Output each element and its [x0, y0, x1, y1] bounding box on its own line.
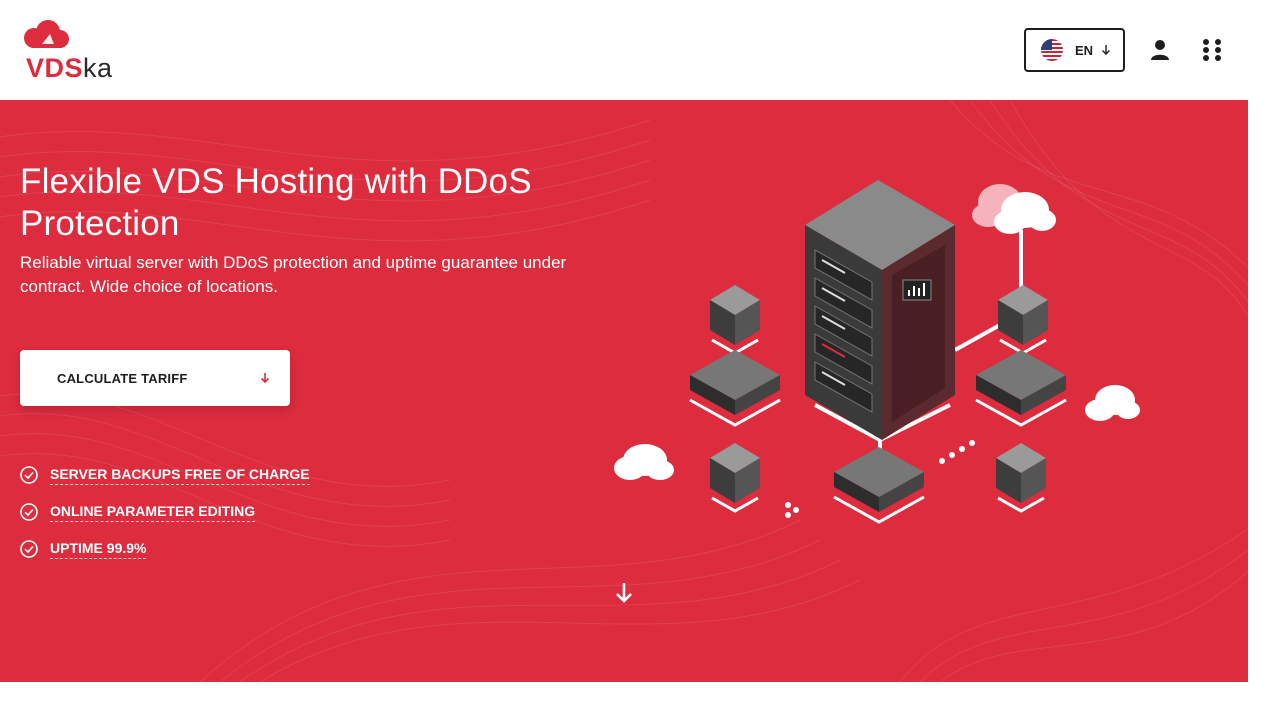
- feature-item: ONLINE PARAMETER EDITING: [20, 493, 310, 530]
- feature-label[interactable]: ONLINE PARAMETER EDITING: [50, 502, 256, 522]
- server-node-icon: [996, 443, 1046, 513]
- hero-section: Flexible VDS Hosting with DDoS Protectio…: [0, 100, 1248, 682]
- scroll-down-arrow-icon[interactable]: [614, 582, 634, 604]
- calculate-tariff-button[interactable]: CALCULATE TARIFF: [20, 350, 290, 406]
- server-node-icon: [998, 285, 1048, 355]
- language-label: EN: [1075, 42, 1094, 58]
- cloud-icon: [1085, 385, 1140, 421]
- server-box-icon: [833, 447, 925, 524]
- site-header: VDSka EN: [0, 0, 1280, 100]
- check-circle-icon: [20, 465, 38, 484]
- feature-label[interactable]: SERVER BACKUPS FREE OF CHARGE: [50, 465, 310, 485]
- language-selector[interactable]: EN: [1024, 28, 1125, 72]
- feature-label[interactable]: UPTIME 99.9%: [50, 539, 147, 559]
- feature-list: SERVER BACKUPS FREE OF CHARGE ONLINE PAR…: [20, 456, 310, 567]
- check-circle-icon: [20, 502, 38, 521]
- server-box-icon: [689, 350, 781, 427]
- cloud-icon: [614, 444, 674, 480]
- server-rack-icon: [805, 180, 955, 440]
- feature-item: SERVER BACKUPS FREE OF CHARGE: [20, 456, 310, 493]
- logo[interactable]: VDSka: [20, 20, 130, 83]
- hero-subtitle: Reliable virtual server with DDoS protec…: [20, 253, 567, 296]
- us-flag-icon: [1041, 39, 1063, 61]
- server-node-icon: [710, 285, 760, 355]
- server-illustration: [614, 180, 1140, 524]
- wave-pattern-background: [0, 100, 1248, 682]
- server-node-icon: [710, 443, 760, 513]
- server-box-icon: [975, 350, 1067, 427]
- hero-title: Flexible VDS Hosting with DDoS Protectio…: [20, 162, 532, 243]
- grid-menu-icon[interactable]: [1200, 38, 1224, 62]
- arrow-down-icon: [1102, 45, 1111, 55]
- cloud-icon: [972, 184, 1056, 234]
- user-icon[interactable]: [1148, 38, 1172, 62]
- check-circle-icon: [20, 539, 38, 558]
- logo-cloud-icon: [24, 20, 69, 48]
- calculate-tariff-label: CALCULATE TARIFF: [57, 370, 188, 386]
- logo-wordmark: VDSka: [26, 53, 113, 83]
- feature-item: UPTIME 99.9%: [20, 530, 310, 567]
- arrow-down-icon: [260, 373, 270, 384]
